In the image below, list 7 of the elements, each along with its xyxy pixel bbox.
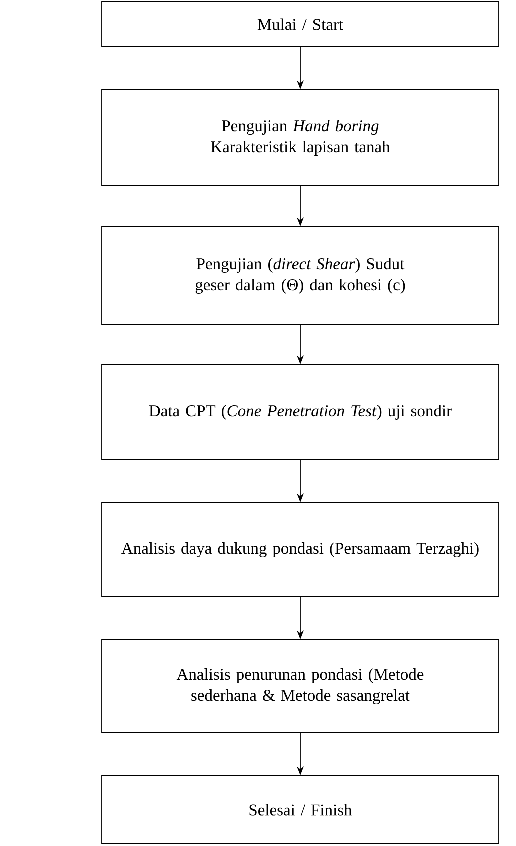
process-box: Mulai / Start <box>102 2 500 48</box>
process-box: Analisis penurunan pondasi (Metode sederhana & Metode sasangrelat <box>102 640 500 734</box>
process-box: Pengujian Hand boring Karakteristik lapisan tanah <box>102 90 500 186</box>
process-box: Selesai / Finish <box>102 776 500 844</box>
process-box: Pengujian (direct Shear) Sudut geser dalam (Θ) dan kohesi (c) <box>102 226 500 326</box>
process-box: Data CPT (Cone Penetration Test) uji sondir <box>102 364 500 460</box>
process-box: Analisis daya dukung pondasi (Persamaam Terzaghi) <box>102 502 500 598</box>
